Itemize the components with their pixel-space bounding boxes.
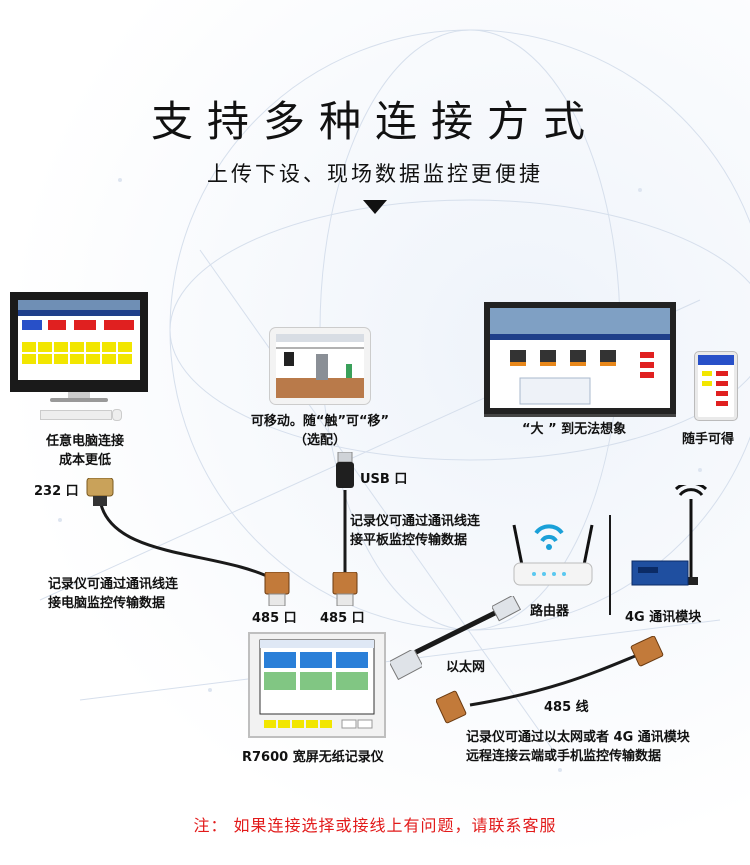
monitor-base	[50, 398, 108, 402]
big-screen-stand	[484, 414, 676, 417]
rs485-line-caption: 485 线	[544, 700, 589, 715]
router-icon	[512, 524, 594, 586]
bigscreen-caption: “大 ” 到无法想象	[522, 422, 627, 437]
down-triangle-icon	[363, 200, 387, 214]
phone-screen	[698, 355, 734, 406]
page-title: 支持多种连接方式	[150, 97, 599, 146]
recorder-caption: R7600 宽屏无纸记录仪	[242, 750, 384, 765]
ethernet-plug-left-icon	[390, 650, 422, 680]
pc-desc-line2: 接电脑监控传输数据	[48, 596, 166, 611]
pc-caption-line1: 任意电脑连接	[45, 434, 124, 449]
ethernet-plug-right-icon	[492, 596, 522, 622]
pc-desc-line1: 记录仪可通过通讯线连	[48, 577, 179, 592]
tablet-caption-line2: （选配）	[293, 433, 346, 448]
remote-desc-line1: 记录仪可通过以太网或者 4G 通讯模块	[466, 730, 690, 745]
port-485-right-label: 485 口	[320, 611, 365, 626]
phone-device	[695, 352, 737, 420]
usb-port-label: USB 口	[360, 472, 408, 487]
tablet-caption-line1: 可移动。随“触”可“移”	[250, 414, 390, 429]
r7600-recorder	[248, 632, 386, 738]
tablet-screen	[276, 334, 364, 398]
footer-note: 注： 如果连接选择或接线上有问题，请联系客服	[193, 816, 557, 835]
pc-caption-line2: 成本更低	[58, 453, 111, 468]
connector-485-left-icon	[264, 572, 290, 606]
monitor-screen	[10, 292, 148, 388]
monitor-chin	[10, 388, 148, 392]
db9-connector-icon	[86, 478, 114, 506]
module-4g-caption: 4G 通讯模块	[625, 610, 702, 625]
tablet-desc-line1: 记录仪可通过通讯线连	[350, 514, 481, 529]
ethernet-caption: 以太网	[446, 660, 486, 675]
monitor-stand	[68, 392, 90, 400]
keyboard	[40, 410, 112, 420]
connector-485-line-right-icon	[630, 636, 664, 667]
big-screen-display	[484, 302, 676, 414]
recorder-screen	[259, 639, 375, 729]
connector-485-line-left-icon	[436, 690, 467, 724]
connector-485-right-icon	[332, 572, 358, 606]
module-4g-icon	[631, 485, 708, 586]
port-485-left-label: 485 口	[252, 611, 297, 626]
tablet-desc-line2: 接平板监控传输数据	[350, 533, 468, 548]
usb-connector-icon	[336, 452, 354, 488]
tablet-device	[270, 328, 370, 404]
remote-desc-line2: 远程连接云端或手机监控传输数据	[466, 749, 662, 764]
big-screen-software-screenshot	[490, 308, 670, 405]
monitor-software-screenshot	[18, 300, 140, 364]
page-subtitle: 上传下设、现场数据监控更便捷	[207, 162, 543, 186]
port-232-label: 232 口	[34, 484, 79, 499]
phone-caption: 随手可得	[682, 432, 735, 447]
mouse	[112, 409, 122, 421]
desktop-monitor	[10, 292, 148, 402]
router-caption: 路由器	[530, 604, 570, 619]
